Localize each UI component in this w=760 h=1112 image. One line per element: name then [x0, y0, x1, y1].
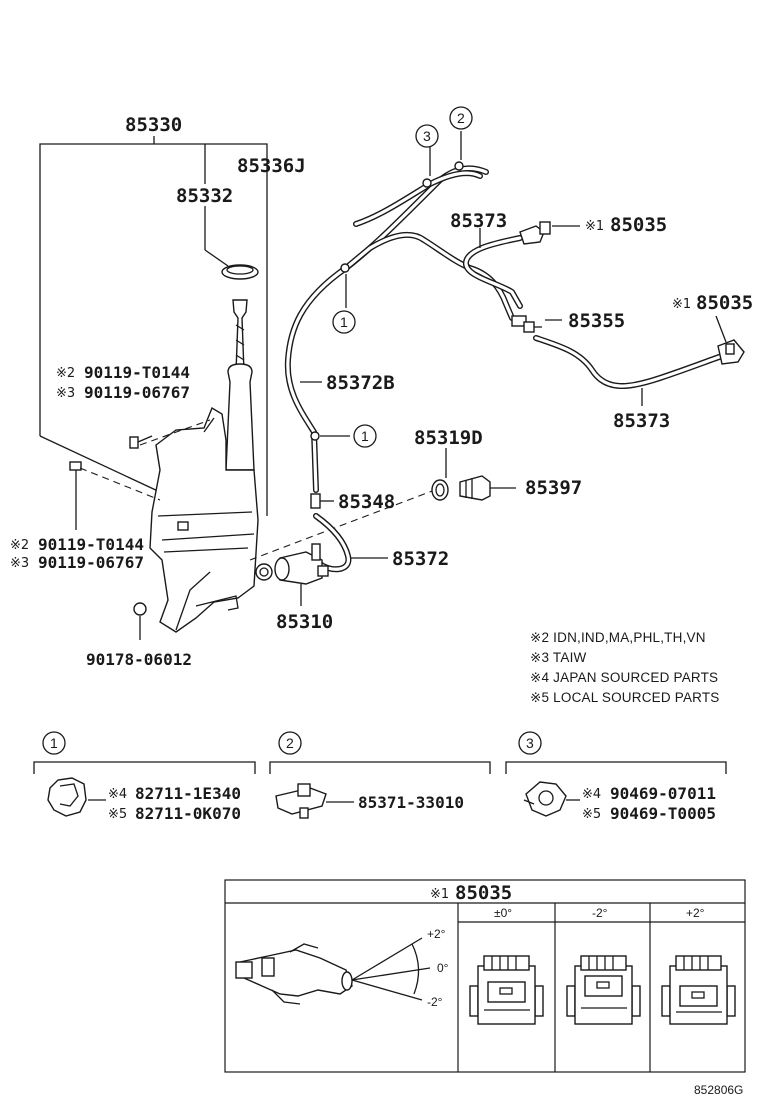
legend-line-3: ※4 JAPAN SOURCED PARTS	[530, 670, 718, 685]
legend-line-1: ※2 IDN,IND,MA,PHL,TH,VN	[530, 630, 706, 645]
detail-section-3: 3 ※4 90469-07011 ※5 90469-T0005	[505, 731, 727, 823]
nozzle-face-2	[661, 955, 736, 1025]
table-title: 85035	[455, 882, 512, 904]
nozzle-85035-a-drawing	[519, 221, 551, 245]
col-header-0: ±0°	[494, 906, 512, 920]
nozzle-angle-table: ※1 85035 ±0° -2° +2° +2° 0° -2°	[224, 879, 746, 1073]
filler-neck-drawing	[225, 299, 255, 471]
label-85372B: 85372B	[326, 372, 395, 394]
label-85330: 85330	[125, 114, 182, 136]
mark-2-lower: ※2	[10, 538, 29, 553]
label-85310: 85310	[276, 611, 333, 633]
svg-text:1: 1	[361, 428, 369, 444]
pump-85310-drawing	[255, 543, 329, 606]
label-85372: 85372	[392, 548, 449, 570]
svg-text:3: 3	[526, 735, 534, 751]
legend-line-2: ※3 TAIW	[530, 650, 587, 665]
circle-callout-1-lower: 1	[353, 424, 377, 448]
mark-1-a: ※1	[585, 219, 604, 234]
label-90469-T0005: 90469-T0005	[610, 804, 716, 823]
circle-callout-3: 3	[415, 124, 439, 148]
label-bolt-upper-b: 90119-06767	[84, 383, 190, 402]
label-85035-a: 85035	[610, 214, 667, 236]
label-85371-33010: 85371-33010	[358, 793, 464, 812]
label-85035-b: 85035	[696, 292, 753, 314]
angle-label-plus2: +2°	[427, 927, 446, 941]
label-bolt-upper-a: 90119-T0144	[84, 363, 190, 382]
circle-callout-1-upper: 1	[332, 310, 356, 334]
clip-1-lower	[310, 431, 320, 441]
label-82711-0K070: 82711-0K070	[135, 804, 241, 823]
figure-code: 852806G	[694, 1083, 743, 1097]
label-bolt-lower-a: 90119-T0144	[38, 535, 144, 554]
dashed-align-2	[139, 419, 211, 446]
label-85336J: 85336J	[237, 155, 306, 177]
svg-text:3: 3	[423, 128, 431, 144]
dashed-align-1	[79, 467, 161, 501]
label-90178-06012: 90178-06012	[86, 650, 192, 669]
nozzle-face-0	[469, 955, 544, 1025]
cap-85332-drawing	[221, 264, 259, 280]
table-title-mark: ※1	[430, 887, 449, 902]
mark-3-lower: ※3	[10, 556, 29, 571]
mark-5-detail3: ※5	[582, 807, 601, 822]
detail-section-2: 2 85371-33010	[269, 731, 491, 819]
clip-2	[454, 161, 464, 171]
label-85397: 85397	[525, 477, 582, 499]
label-bolt-lower-b: 90119-06767	[38, 553, 144, 572]
label-85373-top: 85373	[450, 210, 507, 232]
joint-85348-drawing	[310, 493, 321, 509]
leader-85035-b	[715, 315, 727, 343]
svg-text:1: 1	[340, 314, 348, 330]
mark-4-detail1: ※4	[108, 787, 127, 802]
circle-callout-2: 2	[449, 106, 473, 130]
clip-3	[422, 178, 432, 188]
label-85355: 85355	[568, 310, 625, 332]
mark-4-detail3: ※4	[582, 787, 601, 802]
svg-text:1: 1	[50, 735, 58, 751]
clip-1-upper	[340, 263, 350, 273]
label-85373-right: 85373	[613, 410, 670, 432]
label-85319D: 85319D	[414, 427, 483, 449]
col-header-1: -2°	[592, 906, 608, 920]
nozzle-85035-b-drawing	[717, 339, 745, 365]
washer-tank-drawing	[149, 406, 259, 633]
bolt-bottom-drawing	[133, 602, 147, 640]
label-82711-1E340: 82711-1E340	[135, 784, 241, 803]
assembly-bracket-85330	[39, 136, 268, 516]
detail-section-1: 1 ※4 82711-1E340 ※5 82711-0K070	[33, 731, 256, 823]
tee-85355-drawing	[511, 315, 542, 333]
svg-text:2: 2	[286, 735, 294, 751]
mark-3-upper: ※3	[56, 386, 75, 401]
svg-text:2: 2	[457, 110, 465, 126]
bolt-lower-drawing	[69, 461, 82, 530]
mark-5-detail1: ※5	[108, 807, 127, 822]
hose-85372-drawing	[313, 513, 352, 573]
hose-85373-right-drawing	[533, 335, 725, 389]
nozzle-face-1	[566, 955, 641, 1025]
dashed-align-3	[249, 487, 441, 561]
angle-label-minus2: -2°	[427, 995, 443, 1009]
bolt-upper-drawing	[129, 435, 153, 449]
mark-2-upper: ※2	[56, 366, 75, 381]
label-90469-07011: 90469-07011	[610, 784, 716, 803]
mark-1-b: ※1	[672, 297, 691, 312]
hose-85373-top-drawing	[463, 235, 523, 309]
angle-label-0: 0°	[437, 961, 449, 975]
label-85332: 85332	[176, 185, 233, 207]
motor-85397-drawing	[459, 475, 516, 501]
grommet-85319D-drawing	[431, 448, 449, 501]
label-85348: 85348	[338, 491, 395, 513]
legend-line-4: ※5 LOCAL SOURCED PARTS	[530, 690, 720, 705]
col-header-2: +2°	[686, 906, 705, 920]
